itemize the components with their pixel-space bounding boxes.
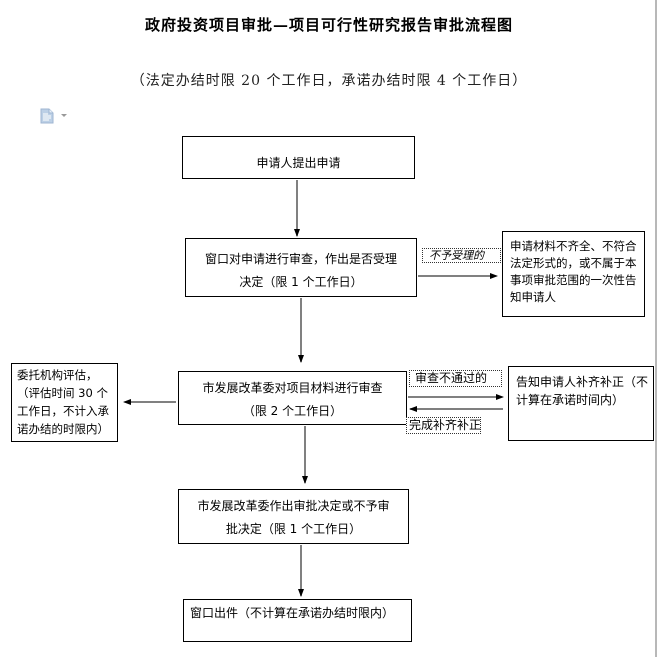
step-window-review: 窗口对申请进行审查，作出是否受理 决定（限 1 个工作日） [185, 238, 417, 297]
result-supplement: 告知申请人补齐补正（不计算在承诺时间内） [508, 366, 654, 441]
step-text-line2: 批决定（限 1 个工作日） [225, 522, 362, 536]
label-review-failed: 审查不通过的 [409, 370, 502, 387]
document-title: 政府投资项目审批—项目可行性研究报告审批流程图 [144, 16, 513, 34]
step-text-line2: （限 2 个工作日） [242, 404, 343, 418]
document-icon[interactable] [40, 108, 54, 124]
dropdown-caret-icon[interactable] [61, 114, 67, 117]
evaluation-box: 委托机构评估，（评估时间 30 个工作日，不计入承诺办结的时限内） [11, 363, 118, 442]
step-text-line1: 市发展改革委作出审批决定或不予审 [197, 499, 390, 513]
document-subtitle: （法定办结时限 20 个工作日，承诺办结时限 4 个工作日） [130, 73, 528, 89]
step-text-line2: 决定（限 1 个工作日） [239, 275, 363, 289]
result-text: 申请材料不齐全、不符合法定形式的，或不属于本事项审批范围的一次性告知申请人 [510, 239, 637, 304]
result-text: 告知申请人补齐补正（不计算在承诺时间内） [516, 375, 649, 407]
evaluation-text: 委托机构评估，（评估时间 30 个工作日，不计入承诺办结的时限内） [17, 368, 109, 436]
result-not-accepted: 申请材料不齐全、不符合法定形式的，或不属于本事项审批范围的一次性告知申请人 [502, 231, 645, 317]
step-submit-application: 申请人提出申请 [182, 136, 415, 179]
step-text: 申请人提出申请 [256, 156, 341, 170]
label-supplement-done: 完成补齐补正 [406, 417, 481, 434]
step-approval-decision: 市发展改革委作出审批决定或不予审 批决定（限 1 个工作日） [178, 489, 409, 544]
step-text-line1: 窗口对申请进行审查，作出是否受理 [204, 252, 397, 266]
label-not-accepted: 不予受理的 [422, 248, 501, 263]
step-window-issue: 窗口出件（不计算在承诺办结时限内） [183, 599, 412, 642]
step-text-line1: 市发展改革委对项目材料进行审查 [202, 381, 383, 395]
step-ndrc-review: 市发展改革委对项目材料进行审查 （限 2 个工作日） [178, 371, 407, 425]
step-text: 窗口出件（不计算在承诺办结时限内） [190, 606, 395, 620]
page-edge [655, 0, 657, 657]
